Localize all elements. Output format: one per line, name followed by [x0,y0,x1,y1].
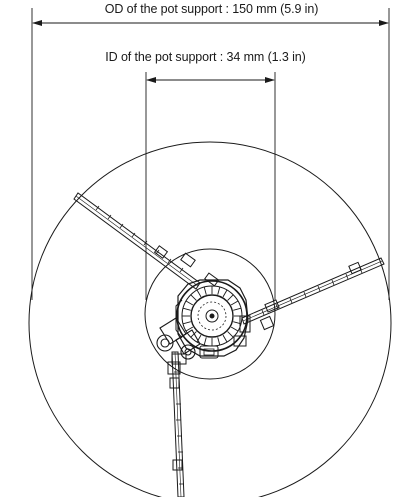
inner-circle [144,248,276,380]
burner-teeth [182,286,242,346]
support-leg-bottom [167,351,185,497]
support-leg-upper-left [73,192,220,290]
inner-diameter-label: ID of the pot support : 34 mm (1.3 in) [105,50,306,64]
outer-diameter-label: OD of the pot support : 150 mm (5.9 in) [104,2,319,16]
outer-circle [28,141,392,497]
support-leg-right [241,257,385,331]
